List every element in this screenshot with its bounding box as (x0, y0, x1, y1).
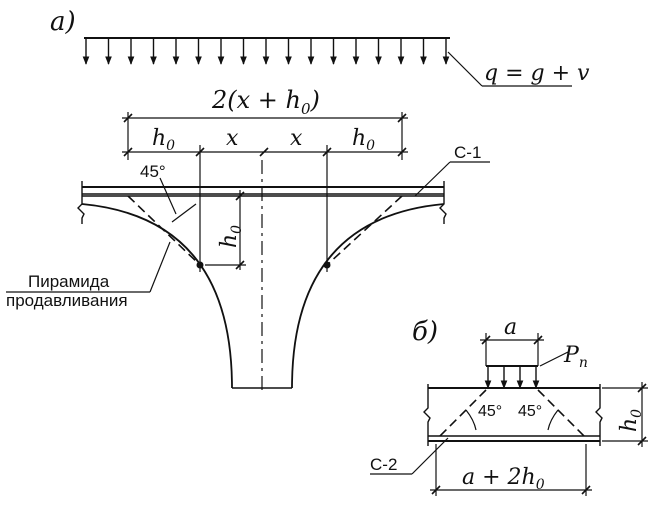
pyramid-label-line1: Пирамида (28, 272, 110, 291)
load-leader (447, 51, 572, 87)
rebar-c1-label: С-1 (454, 143, 481, 162)
column-capital (81, 160, 445, 392)
dimension-segments (122, 145, 408, 272)
distributed-load (82, 37, 450, 65)
angle-45-annotation (159, 177, 197, 223)
force-label: Pn (563, 343, 588, 371)
dim-h0-b-label: h0 (617, 409, 645, 432)
pn-arrows (484, 366, 540, 389)
dim-h0-right: h0 (352, 126, 375, 154)
pyramid-point-right (323, 261, 331, 269)
pyramid-point-left (196, 261, 204, 269)
rebar-c2-label: С-2 (370, 455, 397, 474)
slab (77, 181, 447, 224)
dim-bottom-b-label: a + 2h0 (462, 465, 545, 493)
local-load (484, 351, 569, 389)
rebar-c2-leader (370, 437, 449, 475)
panel-a-label: а) (50, 7, 76, 37)
pyramid-leader (6, 241, 171, 293)
slab-b (423, 384, 603, 446)
punching-pyramid-lines (127, 195, 403, 269)
pyramid-label-line2: продавливания (6, 291, 128, 310)
dim-h0-left: h0 (152, 126, 175, 154)
load-label: q = g + v (484, 61, 590, 86)
dimension-h0-b (602, 382, 648, 447)
rebar-c1-leader (414, 161, 490, 197)
panel-b-label: б) (412, 317, 438, 347)
dim-h0-vertical-label: h0 (217, 225, 245, 248)
angle-label-b-left: 45° (478, 403, 502, 420)
dim-a-label: a (504, 315, 517, 340)
dimension-a (480, 333, 544, 366)
load-arrows (82, 38, 450, 65)
angle-label-b-right: 45° (518, 403, 542, 420)
dim-x-left: x (226, 126, 239, 151)
dim-total-label: 2(x + h0) (211, 86, 320, 118)
dimension-h0-vertical (205, 190, 246, 270)
dim-x-right: x (290, 126, 303, 151)
punching-lines-b (439, 389, 585, 437)
dimension-bottom-b (430, 444, 592, 496)
angle-label-a: 45° (140, 162, 166, 181)
